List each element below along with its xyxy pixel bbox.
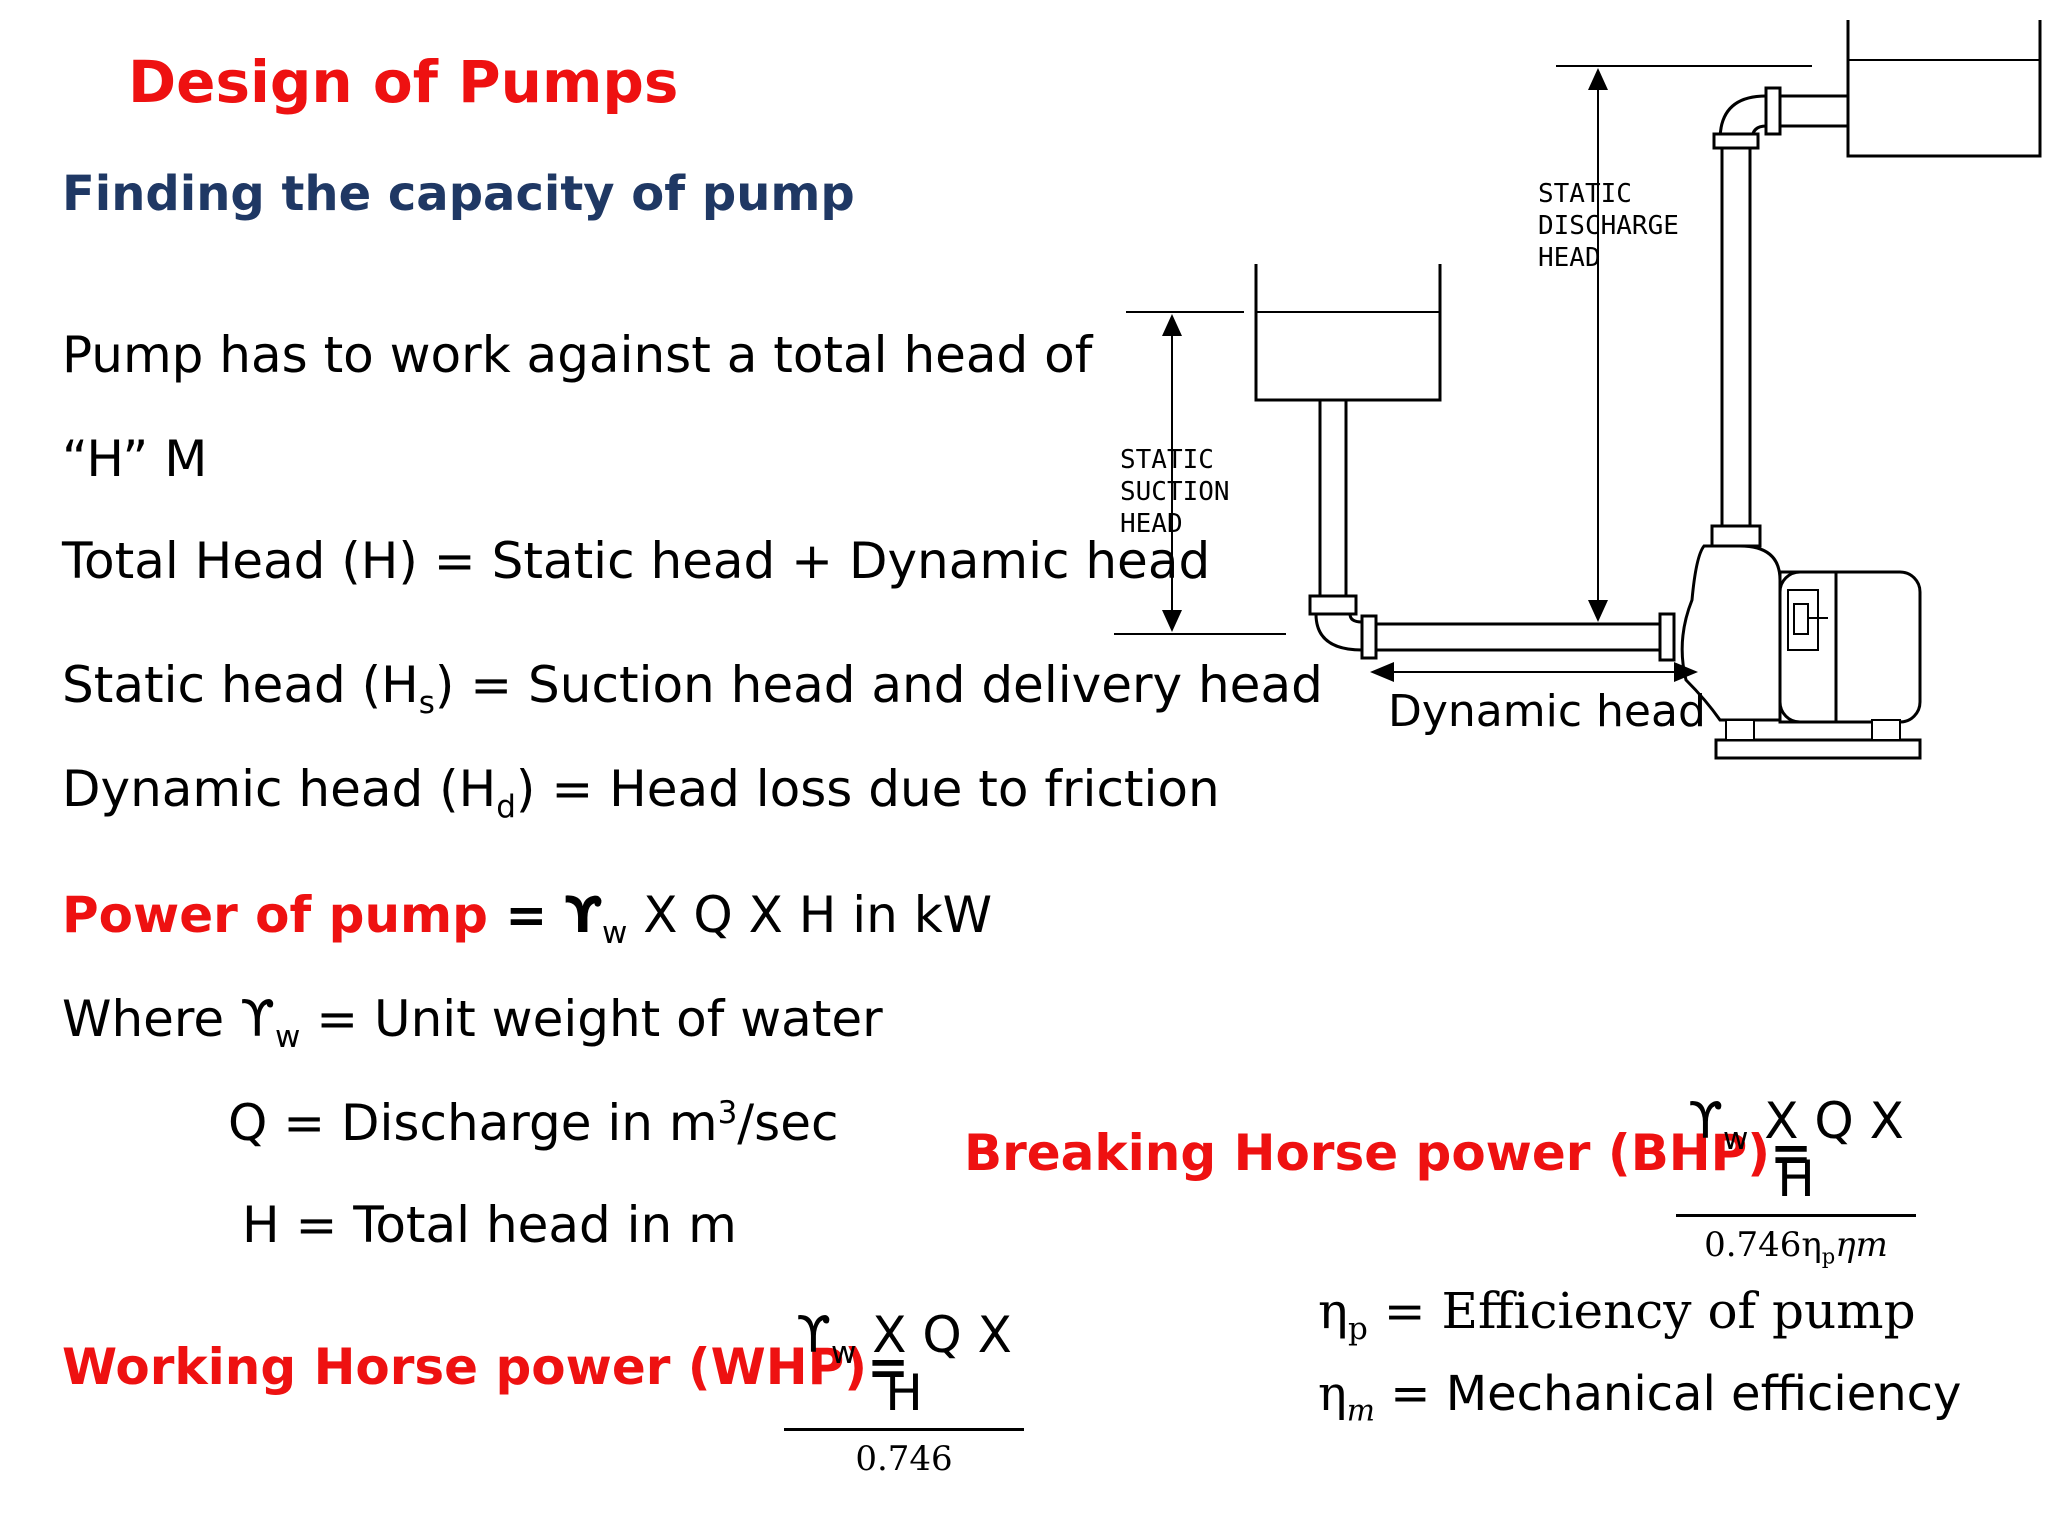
whp-numerator: ϒw X Q X H: [784, 1306, 1024, 1431]
where-total-head: H = Total head in m: [242, 1196, 737, 1254]
where-discharge: Q = Discharge in m3/sec: [228, 1094, 839, 1152]
whp-denominator: 0.746: [855, 1439, 953, 1479]
pump-system-diagram: STATIC DISCHARGE HEAD STATIC SUCTION HEA…: [1114, 20, 2042, 760]
bhp-denominator: 0.746ηpηm: [1704, 1225, 1888, 1269]
bhp-numerator: ϒw X Q X H: [1676, 1092, 1916, 1217]
suction-label-line-2: SUCTION: [1120, 477, 1230, 507]
pump-efficiency-definition: ηp = Efficiency of pump: [1318, 1282, 1916, 1347]
pump-casing: [1680, 544, 1782, 722]
section-subtitle: Finding the capacity of pump: [62, 166, 855, 222]
static-head-definition: Static head (Hs) = Suction head and deli…: [62, 656, 1323, 721]
total-head-line-1: Pump has to work against a total head of: [62, 326, 1093, 384]
dynamic-head-definition: Dynamic head (Hd) = Head loss due to fri…: [62, 760, 1220, 825]
pump-base: [1714, 738, 1922, 760]
bhp-label: Breaking Horse power (BHP)=: [964, 1124, 1813, 1182]
discharge-tank: [1846, 20, 2042, 158]
motor: [1778, 570, 1922, 724]
discharge-label-line-3: HEAD: [1538, 243, 1601, 273]
dynamic-head-label: Dynamic head: [1388, 686, 1706, 737]
suction-label-line-1: STATIC: [1120, 445, 1214, 475]
power-of-pump-formula: Power of pump = ϒw X Q X H in kW: [62, 886, 993, 951]
suction-tank: [1254, 264, 1442, 402]
page-title: Design of Pumps: [128, 48, 679, 116]
suction-label-line-3: HEAD: [1120, 509, 1183, 539]
mechanical-efficiency-definition: ηm = Mechanical efficiency: [1318, 1366, 1962, 1429]
total-head-definition: Total Head (H) = Static head + Dynamic h…: [62, 532, 1211, 590]
bhp-fraction: ϒw X Q X H 0.746ηpηm: [1676, 1092, 1916, 1269]
discharge-label-line-1: STATIC: [1538, 179, 1632, 209]
discharge-label-line-2: DISCHARGE: [1538, 211, 1679, 241]
total-head-line-2: “H” M: [62, 430, 208, 488]
whp-label: Working Horse power (WHP)=: [62, 1338, 910, 1396]
whp-fraction: ϒw X Q X H 0.746: [784, 1306, 1024, 1479]
where-unit-weight: Where ϒw = Unit weight of water: [62, 990, 883, 1055]
power-label: Power of pump: [62, 886, 488, 944]
